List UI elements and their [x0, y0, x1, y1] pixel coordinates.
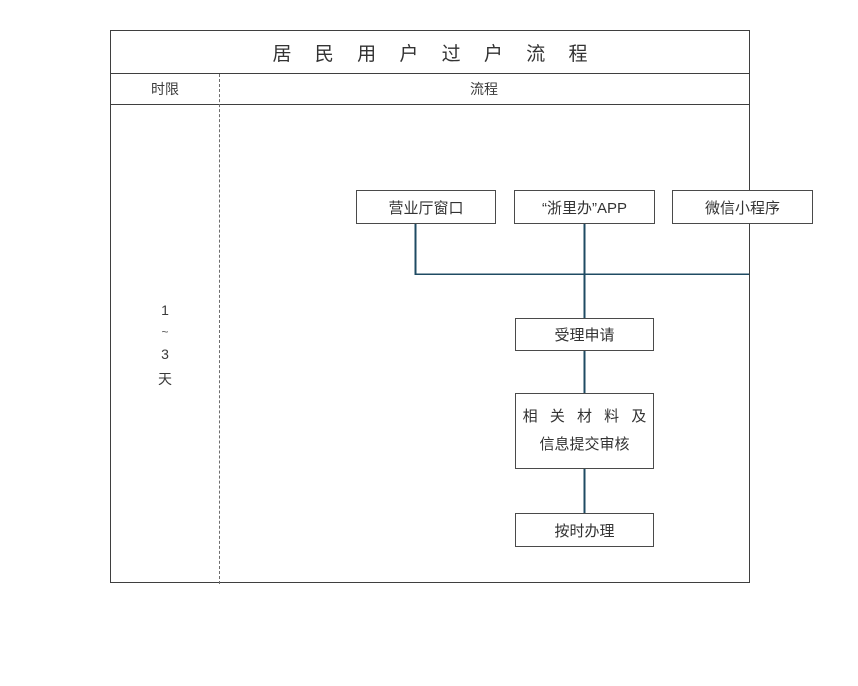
column-header-time-limit: 时限	[151, 81, 179, 97]
table-header-row: 时限 流程	[111, 74, 749, 105]
flow-node-process[interactable]: 按时办理	[515, 513, 654, 547]
flowchart-table: 居 民 用 户 过 户 流 程 时限 流程 1 ~ 3 天	[110, 30, 813, 584]
time-limit-cell: 1 ~ 3 天	[111, 105, 219, 584]
flow-node-materials-label-line1: 相 关 材 料 及	[522, 408, 651, 425]
time-limit-unit: 天	[158, 370, 172, 387]
page-title: 居 民 用 户 过 户 流 程	[272, 43, 597, 65]
time-limit-value-from: 1	[161, 301, 169, 318]
flow-node-miniapp[interactable]: 微信小程序	[672, 190, 813, 224]
title-row: 居 民 用 户 过 户 流 程	[111, 31, 749, 74]
column-divider	[219, 74, 220, 584]
flow-node-app-label: “浙里办”APP	[541, 199, 627, 217]
flow-node-hall[interactable]: 营业厅窗口	[356, 190, 496, 224]
flow-node-accept-label: 受理申请	[554, 327, 615, 344]
flow-node-miniapp-label: 微信小程序	[704, 199, 780, 217]
connector-lines	[414, 224, 749, 513]
time-limit-range-tilde: ~	[161, 324, 169, 339]
flow-node-materials-label-line2: 信息提交审核	[539, 436, 630, 453]
column-header-process: 流程	[470, 81, 498, 97]
flow-node-app[interactable]: “浙里办”APP	[514, 190, 655, 224]
flow-node-hall-label: 营业厅窗口	[388, 199, 464, 217]
flow-node-process-label: 按时办理	[554, 522, 615, 540]
flow-canvas: 营业厅窗口 “浙里办”APP 微信小程序 受理申请 相 关 材 料 及 信息提交…	[219, 105, 813, 584]
time-limit-value-to: 3	[161, 345, 169, 362]
flow-node-accept[interactable]: 受理申请	[515, 318, 654, 351]
flow-node-materials[interactable]: 相 关 材 料 及 信息提交审核	[515, 393, 654, 469]
